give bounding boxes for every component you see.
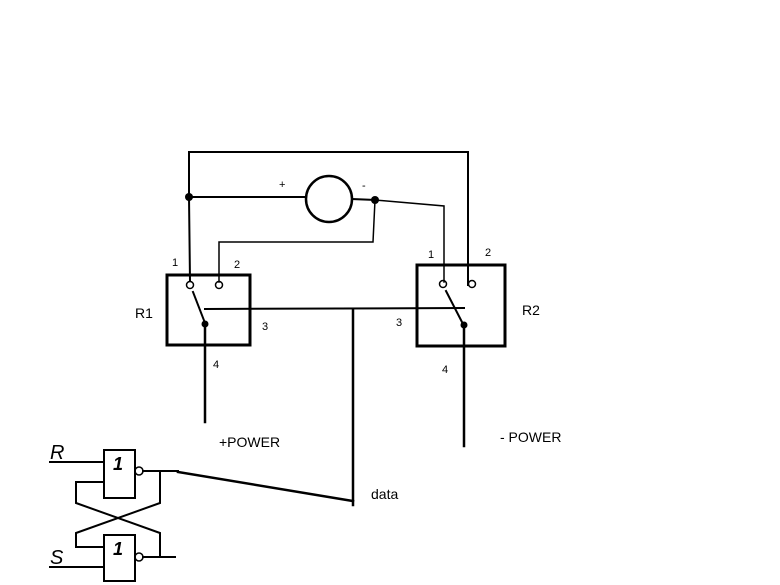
r2-contact-1 [438, 279, 448, 289]
relay-r2-label: R2 [522, 302, 540, 318]
wire-minus-to-r2-pin1 [374, 199, 445, 283]
junction-dot-right [371, 196, 379, 204]
gate-top-bubble [134, 466, 144, 476]
negative-power-label: - POWER [500, 429, 561, 445]
pin3-common-wire [203, 306, 466, 311]
r1-pin1-label: 1 [172, 257, 178, 269]
source-minus-label: - [362, 180, 366, 192]
gate-bottom-bubble [134, 552, 144, 562]
r1-pin4-label: 4 [213, 359, 219, 371]
r2-pin1-label: 1 [428, 249, 434, 261]
s-input-label: S [50, 547, 64, 569]
relay-r1-label: R1 [135, 305, 153, 321]
r1-pin2-label: 2 [234, 259, 240, 271]
r1-contact-2 [214, 280, 224, 290]
top-loop-wire [188, 151, 469, 286]
relay-r2-box [415, 263, 507, 348]
r1-pin3-label: 3 [262, 321, 268, 333]
r2-pin4-label: 4 [442, 364, 448, 376]
r2-pin3-label: 3 [396, 317, 402, 329]
r-input-label: R [50, 442, 64, 464]
positive-power-label: +POWER [219, 434, 280, 450]
r2-pin2-label: 2 [485, 247, 491, 259]
wire-minus-to-r1-pin2 [218, 199, 376, 283]
gate-top-symbol: 1 [113, 454, 123, 474]
r1-switch-arm [191, 290, 207, 325]
source-plus-label: + [279, 179, 285, 191]
r1-contact-1 [185, 280, 195, 290]
latch-output-to-data-wire [176, 470, 355, 503]
voltage-source [304, 174, 354, 224]
gate-bottom-symbol: 1 [113, 539, 123, 559]
feedback-wire-b [75, 470, 161, 548]
r2-contact-2 [467, 279, 477, 289]
r1-pin1-wire [187, 195, 192, 283]
data-label: data [371, 486, 398, 502]
relay-r1-box [165, 273, 252, 347]
latch-gate-top [103, 449, 136, 499]
feedback-wire-a [75, 481, 161, 558]
